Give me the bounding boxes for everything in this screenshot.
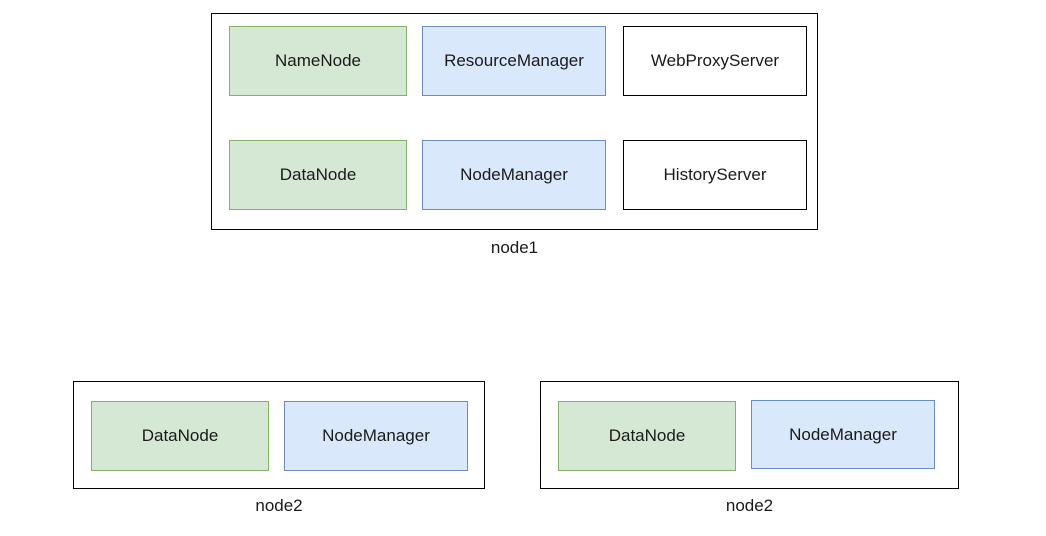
node2-right-nodemanager-label: NodeManager <box>789 424 897 444</box>
webproxyserver-box: WebProxyServer <box>623 26 807 96</box>
node2-left-nodemanager-box: NodeManager <box>284 401 468 471</box>
webproxyserver-label: WebProxyServer <box>650 51 780 70</box>
node1-caption: node1 <box>490 238 539 257</box>
node2-right-datanode-label: DataNode <box>608 426 686 445</box>
node1-nodemanager-label: NodeManager <box>460 165 568 184</box>
node2-left-datanode-box: DataNode <box>91 401 269 471</box>
namenode-box: NameNode <box>229 26 407 96</box>
node1-nodemanager-box: NodeManager <box>422 140 606 210</box>
namenode-label: NameNode <box>275 51 361 70</box>
node2-left-datanode-label: DataNode <box>141 426 219 445</box>
node2-right-datanode-box: DataNode <box>558 401 736 471</box>
node2-left-caption: node2 <box>255 496 303 515</box>
historyserver-box: HistoryServer <box>623 140 807 210</box>
node1-datanode-box: DataNode <box>229 140 407 210</box>
node1-datanode-label: DataNode <box>279 165 357 184</box>
resourcemanager-label: ResourceManager <box>444 51 584 70</box>
historyserver-label: HistoryServer <box>663 165 767 184</box>
node2-left-nodemanager-label: NodeManager <box>322 426 430 445</box>
node2-right-caption: node2 <box>725 496 774 515</box>
resourcemanager-box: ResourceManager <box>422 26 606 96</box>
node2-right-nodemanager-box: NodeManager <box>751 400 935 469</box>
